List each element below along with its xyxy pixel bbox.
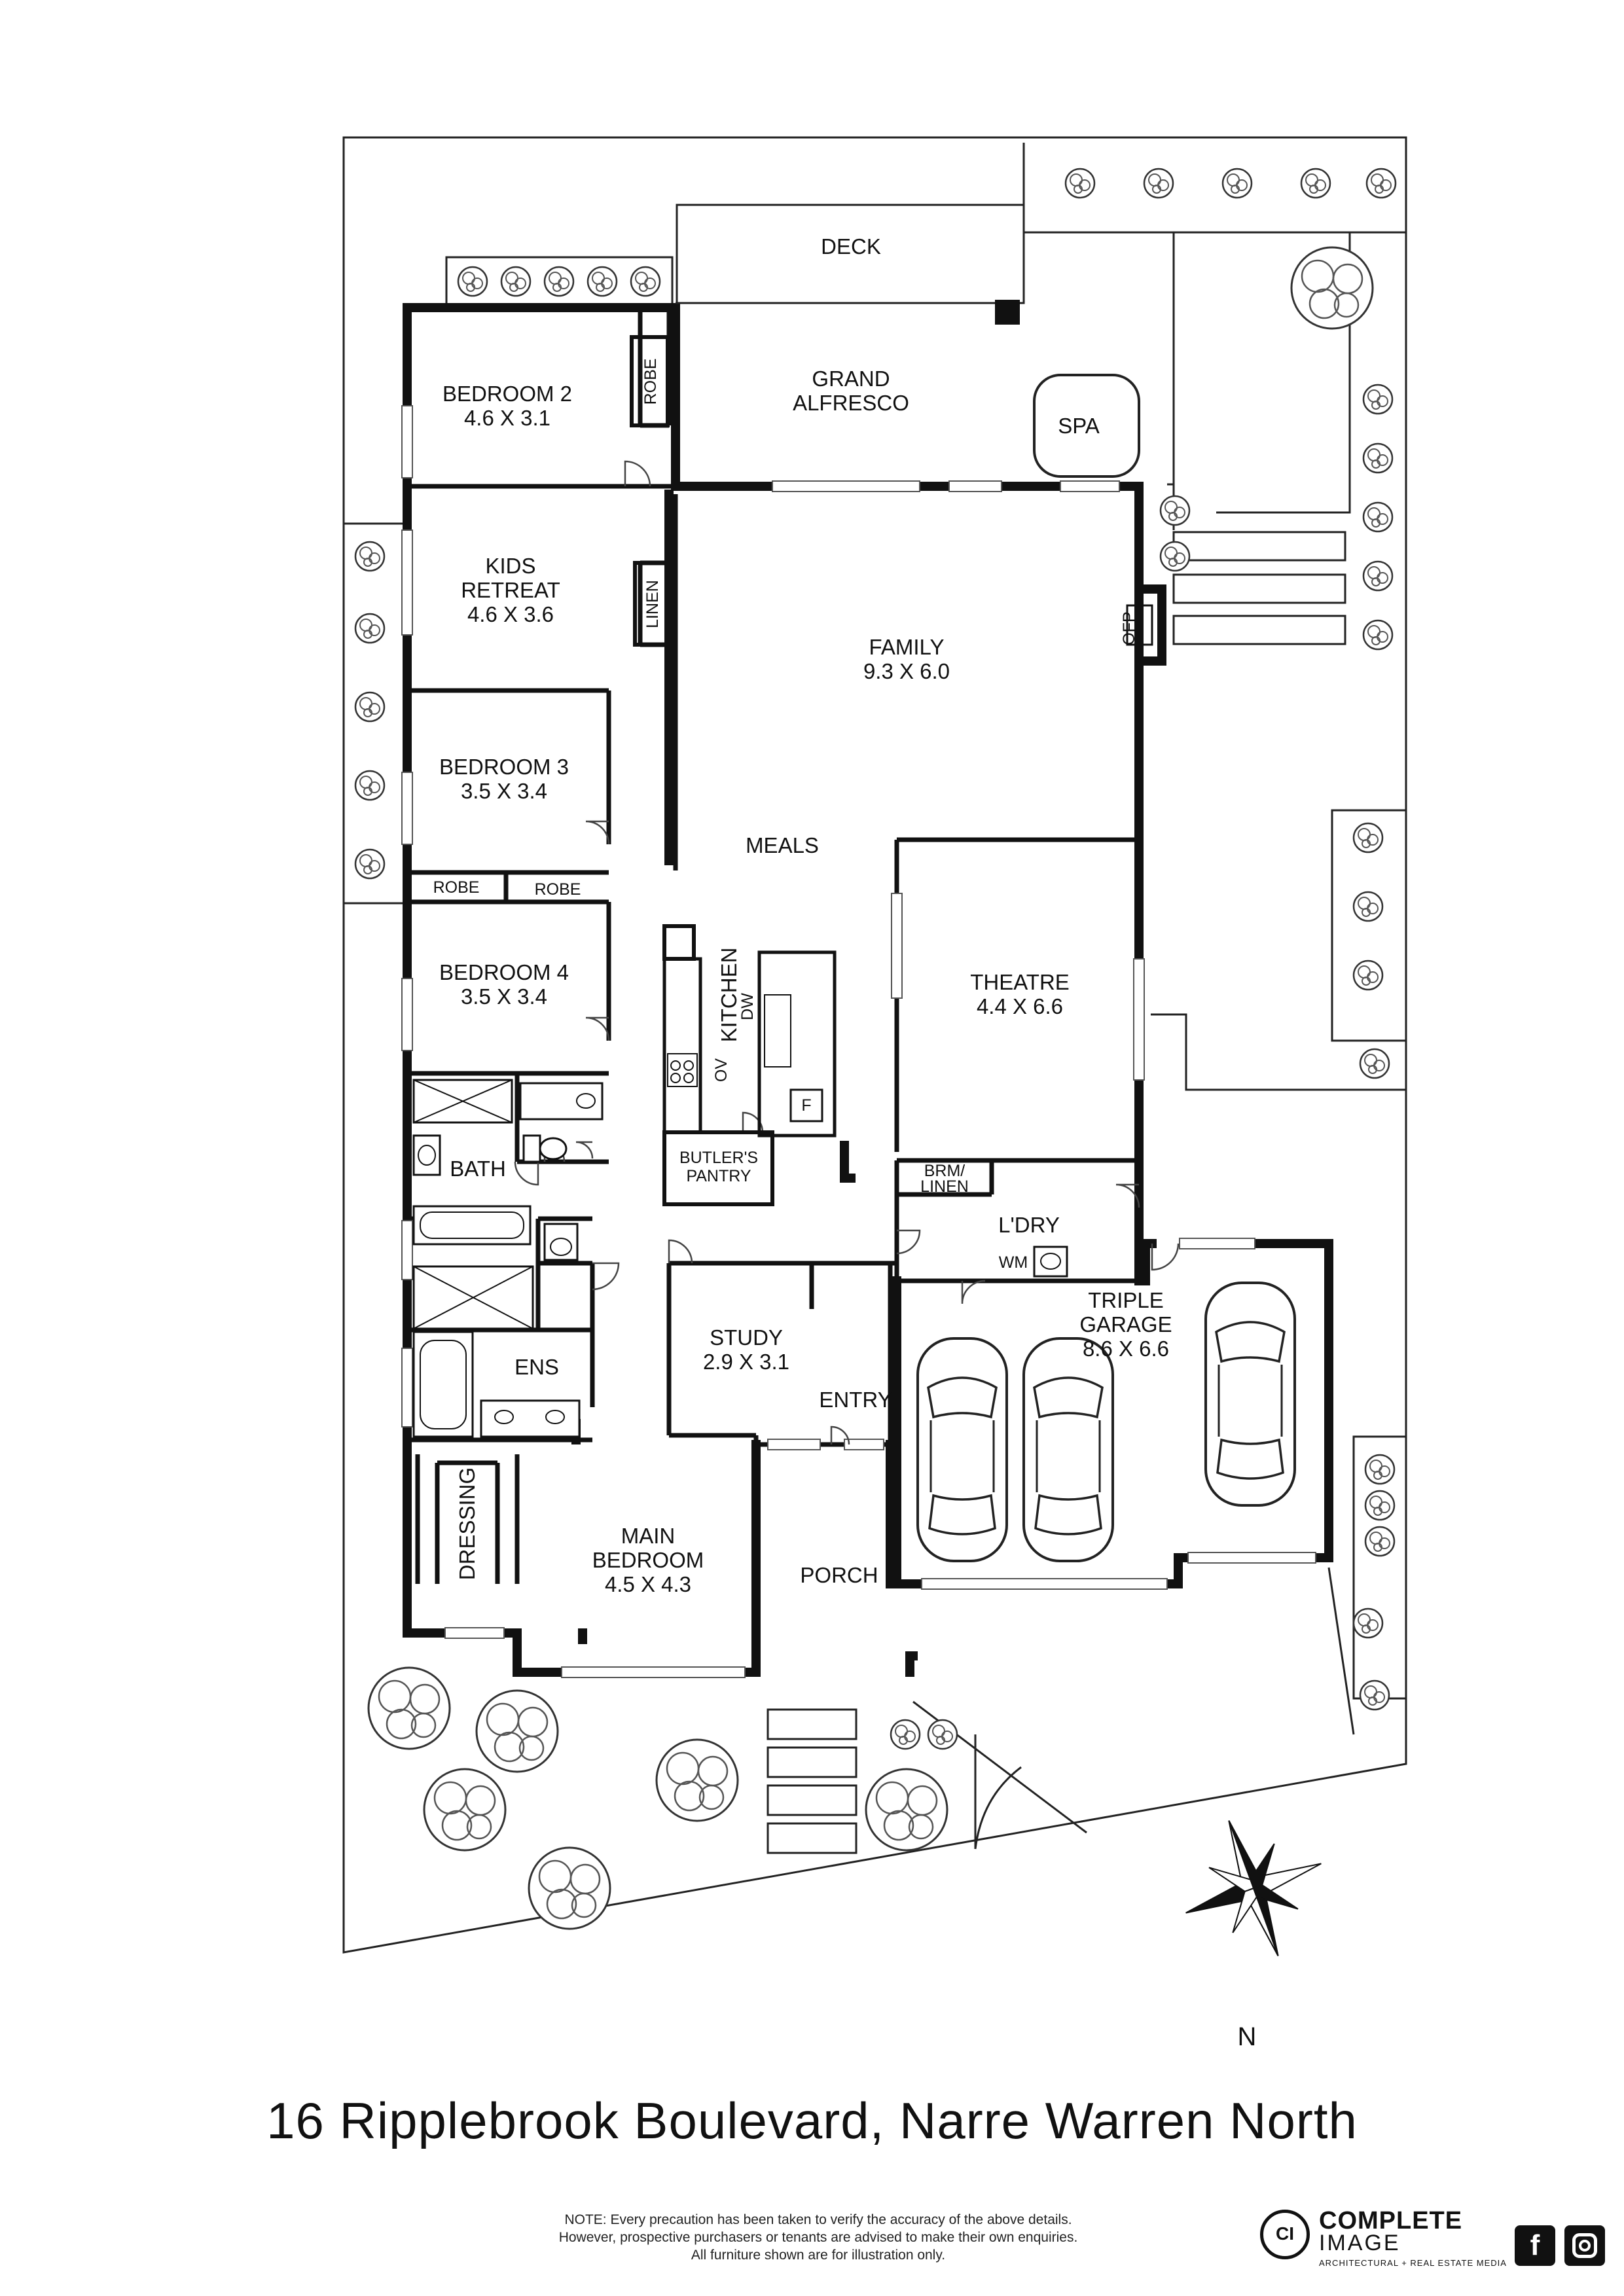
brand-mark-icon: CI bbox=[1260, 2210, 1310, 2259]
brand-logo: CI COMPLETE IMAGE ARCHITECTURAL + REAL E… bbox=[1260, 2207, 1509, 2268]
label-bedroom3-size: 3.5 X 3.4 bbox=[461, 779, 547, 803]
label-theatre-size: 4.4 X 6.6 bbox=[977, 994, 1063, 1018]
door-swings bbox=[514, 460, 1180, 1445]
front-steps bbox=[767, 1708, 857, 1854]
lot-boundary bbox=[342, 136, 1407, 1954]
label-entry: ENTRY bbox=[819, 1388, 892, 1412]
facebook-icon[interactable]: f bbox=[1515, 2225, 1555, 2266]
instagram-lens bbox=[1579, 2240, 1591, 2251]
label-brm-linen-2: LINEN bbox=[920, 1177, 969, 1196]
brand-name-line1: COMPLETE bbox=[1319, 2207, 1463, 2234]
label-triple-garage-2: GARAGE bbox=[1079, 1312, 1172, 1336]
label-kids-retreat-1: KIDS bbox=[485, 554, 535, 578]
brand-tagline: ARCHITECTURAL + REAL ESTATE MEDIA bbox=[1319, 2258, 1507, 2268]
label-main-bedroom-1: MAIN bbox=[621, 1524, 676, 1548]
label-bedroom4-size: 3.5 X 3.4 bbox=[461, 984, 547, 1009]
kitchen-fixtures bbox=[662, 924, 837, 1206]
disclaimer-note: NOTE: Every precaution has been taken to… bbox=[458, 2211, 1178, 2264]
spa bbox=[1033, 374, 1140, 478]
label-ov: OV bbox=[712, 1058, 731, 1082]
label-kids-retreat-2: RETREAT bbox=[461, 578, 560, 602]
label-bedroom2-name: BEDROOM 2 bbox=[442, 382, 572, 406]
label-family-name: FAMILY bbox=[869, 635, 945, 659]
label-robe-b: ROBE bbox=[535, 880, 581, 899]
label-fridge: F bbox=[801, 1096, 811, 1115]
linen-cupboard bbox=[633, 561, 671, 647]
disclaimer-line-3: All furniture shown are for illustration… bbox=[691, 2248, 946, 2263]
label-bedroom2-size: 4.6 X 3.1 bbox=[464, 406, 550, 430]
disclaimer-line-2: However, prospective purchasers or tenan… bbox=[558, 2230, 1078, 2245]
label-linen: LINEN bbox=[643, 580, 662, 628]
disclaimer-line-1: NOTE: Every precaution has been taken to… bbox=[564, 2212, 1072, 2227]
instagram-ring bbox=[1572, 2233, 1597, 2258]
label-spa: SPA bbox=[1058, 414, 1100, 438]
label-main-bedroom-size: 4.5 X 4.3 bbox=[605, 1572, 691, 1596]
label-grand-alfresco-2: ALFRESCO bbox=[793, 391, 909, 415]
label-bedroom4-name: BEDROOM 4 bbox=[439, 960, 569, 984]
label-laundry: L'DRY bbox=[998, 1213, 1060, 1237]
label-brm-linen-1: BRM/ bbox=[924, 1162, 965, 1180]
label-kitchen: KITCHEN bbox=[717, 948, 741, 1043]
label-theatre-name: THEATRE bbox=[970, 970, 1070, 994]
label-robe-a: ROBE bbox=[433, 878, 480, 897]
label-robe-bedroom2: ROBE bbox=[641, 359, 660, 405]
label-ofp: OFP bbox=[1120, 611, 1138, 645]
label-butlers-pantry-1: BUTLER'S bbox=[679, 1149, 758, 1167]
label-study-size: 2.9 X 3.1 bbox=[703, 1350, 789, 1374]
label-bedroom3-name: BEDROOM 3 bbox=[439, 755, 569, 779]
label-porch: PORCH bbox=[800, 1563, 878, 1587]
compass-north-label: N bbox=[1238, 2022, 1257, 2051]
property-address: 16 Ripplebrook Boulevard, Narre Warren N… bbox=[266, 2092, 1358, 2149]
robe-bedroom2 bbox=[630, 335, 670, 427]
brand-name-line2: IMAGE bbox=[1319, 2231, 1401, 2255]
label-kids-retreat-size: 4.6 X 3.6 bbox=[467, 602, 554, 626]
alfresco-column bbox=[995, 300, 1020, 325]
open-fireplace bbox=[1126, 604, 1153, 646]
label-butlers-pantry-2: PANTRY bbox=[686, 1167, 751, 1185]
label-deck: DECK bbox=[821, 234, 881, 259]
label-family-size: 9.3 X 6.0 bbox=[863, 659, 950, 683]
bathroom-fixtures bbox=[412, 1079, 1068, 1438]
label-dressing: DRESSING bbox=[455, 1467, 479, 1580]
label-triple-garage-size: 8.6 X 6.6 bbox=[1083, 1336, 1169, 1361]
instagram-icon[interactable] bbox=[1564, 2225, 1605, 2266]
windows bbox=[401, 405, 1316, 1678]
label-dw: DW bbox=[738, 993, 757, 1020]
label-study-name: STUDY bbox=[710, 1325, 783, 1350]
label-triple-garage-1: TRIPLE bbox=[1088, 1288, 1164, 1312]
label-ens: ENS bbox=[514, 1355, 559, 1379]
label-wm: WM bbox=[999, 1253, 1028, 1272]
label-main-bedroom-2: BEDROOM bbox=[592, 1548, 704, 1572]
room-labels: DECK GRAND ALFRESCO SPA BEDROOM 2 4.6 X … bbox=[433, 234, 1172, 1596]
label-grand-alfresco-1: GRAND bbox=[812, 367, 890, 391]
label-bath: BATH bbox=[450, 1157, 506, 1181]
label-meals: MEALS bbox=[746, 833, 819, 857]
compass-rose bbox=[1185, 1820, 1322, 1956]
